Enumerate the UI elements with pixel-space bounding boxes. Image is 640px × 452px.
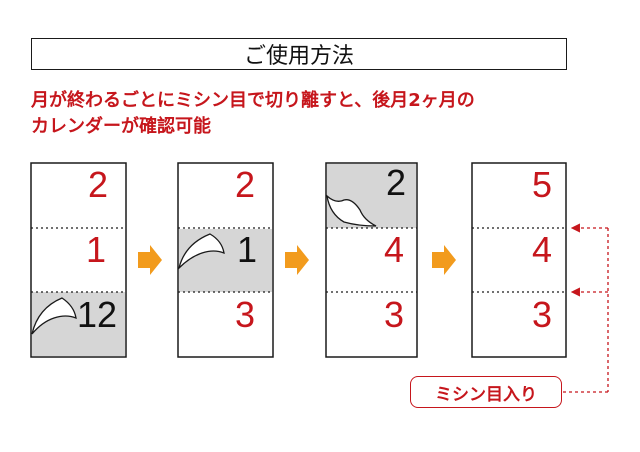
perforation-label-text: ミシン目入り (435, 384, 537, 405)
step-arrow-2 (285, 245, 309, 275)
page-number-middle: 1 (237, 229, 257, 270)
calendar-step-3: 2 4 3 (325, 162, 418, 358)
step-arrow-3 (432, 245, 456, 275)
page-title: ご使用方法 (31, 38, 567, 70)
page-number-bottom: 12 (77, 294, 117, 335)
page-number-top: 5 (532, 164, 552, 205)
step-arrow-1 (138, 245, 162, 275)
page-curl (177, 233, 225, 271)
page-number-bottom: 3 (532, 294, 552, 335)
page-number-bottom: 3 (384, 294, 404, 335)
page-curl (31, 297, 77, 335)
page-number-top: 2 (88, 164, 108, 205)
page-title-text: ご使用方法 (243, 44, 354, 69)
perforation-pointer (563, 223, 609, 393)
page-number-bottom: 3 (235, 294, 255, 335)
page-number-middle: 1 (86, 229, 106, 270)
calendar-sheet (471, 162, 567, 358)
page-number-middle: 4 (384, 229, 404, 270)
subtitle-line-1: 月が終わるごとにミシン目で切り離すと、後月2ヶ月の (31, 90, 475, 111)
page-curl (326, 194, 377, 227)
peeled-page-shade (179, 229, 272, 292)
subtitle-line-2: カレンダーが確認可能 (31, 116, 211, 137)
subtitle: 月が終わるごとにミシン目で切り離すと、後月2ヶ月の カレンダーが確認可能 (31, 88, 621, 140)
page-number-middle: 4 (532, 229, 552, 270)
page-number-top: 2 (386, 162, 406, 203)
peeled-page-shade (32, 292, 125, 356)
page-number-top: 2 (235, 164, 255, 205)
calendar-step-2: 2 1 3 (177, 162, 274, 358)
calendar-step-4: 5 4 3 (471, 162, 567, 358)
calendar-step-1: 2 1 12 (30, 162, 127, 358)
perforation-label: ミシン目入り (410, 376, 562, 408)
